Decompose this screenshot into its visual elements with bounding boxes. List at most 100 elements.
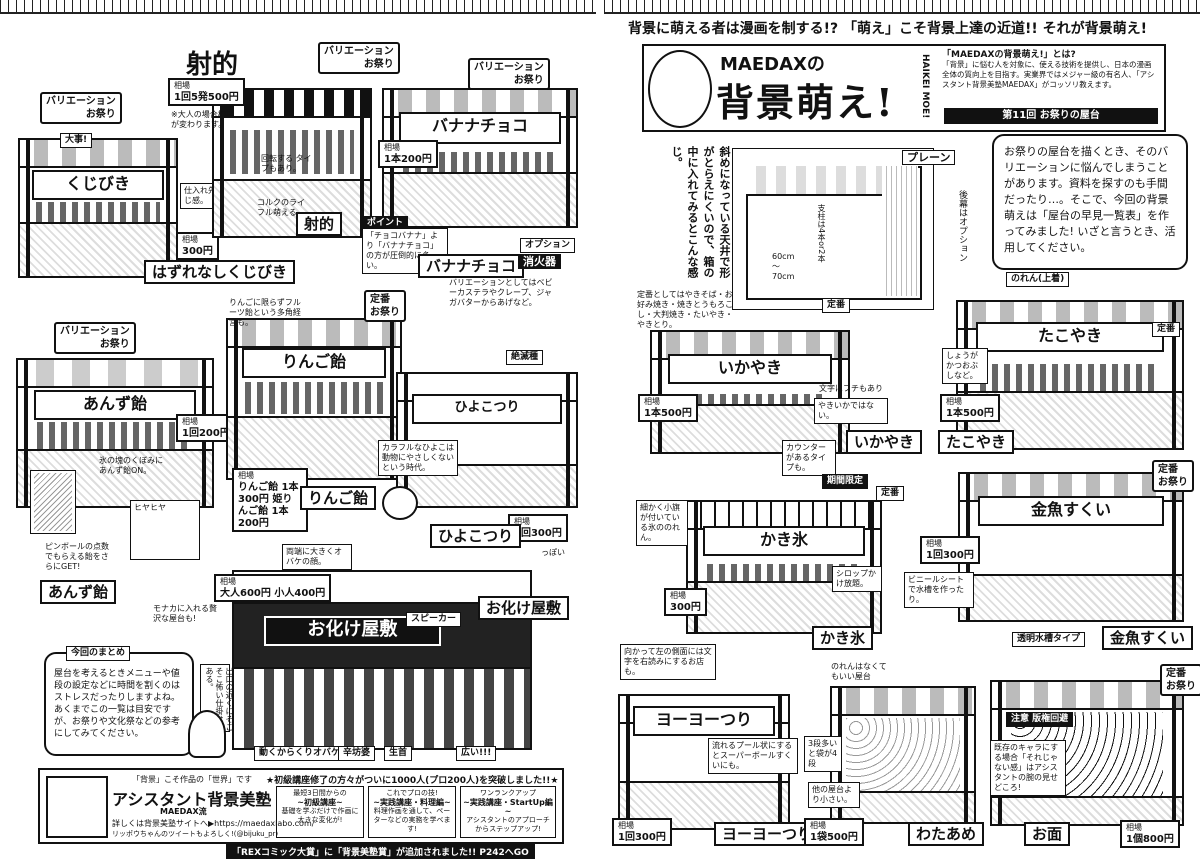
page-ruler: [604, 0, 1200, 14]
stall-name-kakigori: かき氷: [812, 626, 874, 650]
ad-twitter[interactable]: リッポウちゃんのツイートもよろしく!(@bijuku_pr): [112, 830, 279, 838]
stall-name-wataame: わたあめ: [908, 822, 985, 846]
note: シロップかけ放題。: [832, 566, 882, 592]
note: 透明水槽タイプ: [1012, 632, 1086, 647]
stall-name-kujibiki: はずれなしくじびき: [144, 260, 296, 284]
maedax-portrait-icon: [648, 50, 712, 128]
stall-name-omen: お面: [1024, 822, 1071, 846]
ad-brand: アシスタント背景美塾: [112, 790, 272, 809]
course-card[interactable]: 最短3日間からの~初級講座~基礎を学ぶだけで作画に大きな変化が!: [276, 786, 364, 838]
note: モナカに入れる贅沢な屋台も!: [153, 604, 217, 623]
chick-icon: [382, 486, 418, 520]
variation-badge: 定番お祭り: [1160, 664, 1200, 696]
plain-note: 斜めになっている天井で形がとらえにくいので、箱の中に入れてみるとこんな感じ。: [670, 146, 731, 278]
dim-height: 60cm 〜 70cm: [772, 252, 795, 281]
note: 生首: [384, 746, 413, 761]
stall-name-banana: バナナチョコ: [418, 254, 525, 278]
note: のれんはなくてもいい屋台: [831, 662, 887, 681]
series-headline: 背景に萌える者は漫画を制する!? 「萌え」こそ背景上達の近道!! それが背景萌え…: [628, 21, 1147, 37]
stall-sign: かき氷: [703, 526, 865, 556]
price-box: 相場大人600円 小人400円: [214, 574, 332, 602]
course-card[interactable]: これでプロの技!~実践講座・料理編~料理作画を通して、ペーターなどの実務を学べま…: [368, 786, 456, 838]
dim-posts: 支柱は4本or2本: [817, 204, 826, 263]
note: 広い!!!: [456, 746, 497, 761]
stall-banana: バナナチョコ: [382, 88, 578, 228]
note: コルクのライフル萌える。: [257, 198, 305, 217]
logo-main: 背景萌え!: [716, 80, 895, 125]
stall-name-takoyaki: たこやき: [938, 430, 1015, 454]
stall-name-kingyo: 金魚すくい: [1102, 626, 1194, 650]
option-badge: オプション: [520, 238, 576, 253]
pinball-board: [30, 470, 76, 534]
note: 両端に大きくオバケの顔。: [282, 544, 352, 570]
note: バリエーションとしてはベビーカステラやクレープ、ジャガバターからあげなど。: [449, 278, 553, 307]
course-card[interactable]: ワンランクアップ~実践講座・StartUp編~アシスタントのアプローチからステッ…: [460, 786, 556, 838]
note: 回転する タイプもあり。: [261, 154, 312, 173]
note: 向かって左の側面には文字を右読みにするお店も。: [620, 644, 716, 680]
option-item: 消火器: [518, 254, 561, 269]
stall-name-anzu: あんず飴: [40, 580, 117, 604]
intro-bubble: お祭りの屋台を描くとき、そのバリエーションに悩んでしまうことがあります。資料を探…: [992, 134, 1188, 270]
note: しょうがかつおぶしなど。: [942, 348, 988, 384]
note: 流れるプール状にするとスーパーボールすくいにも。: [708, 738, 798, 774]
summary-box: 今回のまとめ 屋台を考えるときメニューや値段の設定などに時間を割くのはストレスだ…: [44, 646, 194, 756]
ad-headline: ★初級講座修了の方々がついに1000人(プロ200人)を突破しました!!★: [266, 776, 559, 786]
variation-badge: バリエーションお祭り: [54, 322, 136, 354]
plain-label: プレーン: [902, 150, 956, 165]
note: カウンターがあるタイプも。: [782, 440, 836, 476]
warning-badge: 注意 版権回避: [1006, 712, 1074, 727]
stall-name-ikayaki: いかやき: [846, 430, 923, 454]
variation-badge: 期間限定: [822, 474, 869, 489]
note: 氷の塊のくぼみにあんず飴ON。: [99, 456, 163, 475]
about-box: 「MAEDAXの背景萌え!」とは?「背景」に悩む人を対象に、使える技術を提供し、…: [942, 50, 1155, 89]
variation-badge: バリエーションお祭り: [468, 58, 550, 90]
variation-badge: 定番: [1152, 322, 1181, 337]
mascot-cube-icon: [46, 776, 108, 838]
note: のれん(上着): [1006, 272, 1070, 287]
note: カラフルなひよこは動物にやさしくないという時代。: [378, 440, 458, 476]
plain-stall-diagram: 支柱は4本or2本 60cm 〜 70cm: [732, 148, 946, 316]
summary-text: 屋台を考えるときメニューや値段の設定などに時間を割くのはストレスだったりしますよ…: [54, 669, 181, 739]
variation-badge: 定番: [822, 298, 851, 313]
ad-banner: 「背景」こそ作品の「世界」です アシスタント背景美塾 MAEDAX流 詳しくは背…: [38, 768, 564, 844]
stall-ringo: りんご飴: [226, 318, 402, 480]
stall-shateki: [212, 88, 372, 238]
logo-top: MAEDAXの: [720, 54, 825, 75]
page-ruler: [0, 0, 596, 14]
variation-badge: バリエーションお祭り: [40, 92, 122, 124]
stall-sign: バナナチョコ: [399, 112, 561, 144]
note: ビニールシートで水槽を作ったり。: [904, 572, 974, 608]
note: 既存のキャラにする場合「それじゃない感」はアシスタントの腕の見せどころ!: [990, 740, 1066, 796]
summary-title: 今回のまとめ: [66, 646, 131, 661]
ad-site-link[interactable]: 詳しくは背景美塾サイトへ▶https://maedaxlabo.com/: [112, 819, 315, 828]
stall-name-ringo: りんご飴: [300, 486, 377, 510]
price-box: 相場りんご飴 1本300円 姫りんご飴 1本200円: [232, 468, 308, 532]
logo-roman: HAIKEI MOE!: [920, 54, 930, 119]
note: りんごに限らずフルーツ飴という多角経営も。: [229, 298, 301, 327]
variation-badge: バリエーションお祭り: [318, 42, 400, 74]
stall-sign: りんご飴: [241, 348, 387, 378]
note: 文字にフチもあり: [819, 384, 883, 393]
ad-tagline: 「背景」こそ作品の「世界」です: [132, 775, 252, 784]
note: 他の屋台より小さい。: [808, 782, 860, 808]
stall-sign: 射的: [186, 50, 239, 80]
episode-label: 第11回 お祭りの屋台: [944, 108, 1158, 124]
variation-badge: 定番お祭り: [1152, 460, 1194, 492]
stall-sign: くじびき: [32, 170, 164, 200]
dim-curtain: 後幕はオプション: [957, 190, 967, 262]
variation-badge: 定番お祭り: [364, 290, 406, 322]
ad-brand-sub: MAEDAX流: [160, 807, 207, 816]
variation-badge: 絶滅種: [506, 350, 544, 365]
ice-block: ヒヤヒヤ: [130, 500, 200, 560]
footer-banner[interactable]: 「REXコミック大賞」に「背景美塾賞」が追加されました!! P242へGO: [226, 844, 535, 859]
variation-badge: 定番: [876, 486, 905, 501]
note: 動くからくりオバケ: [254, 746, 346, 761]
